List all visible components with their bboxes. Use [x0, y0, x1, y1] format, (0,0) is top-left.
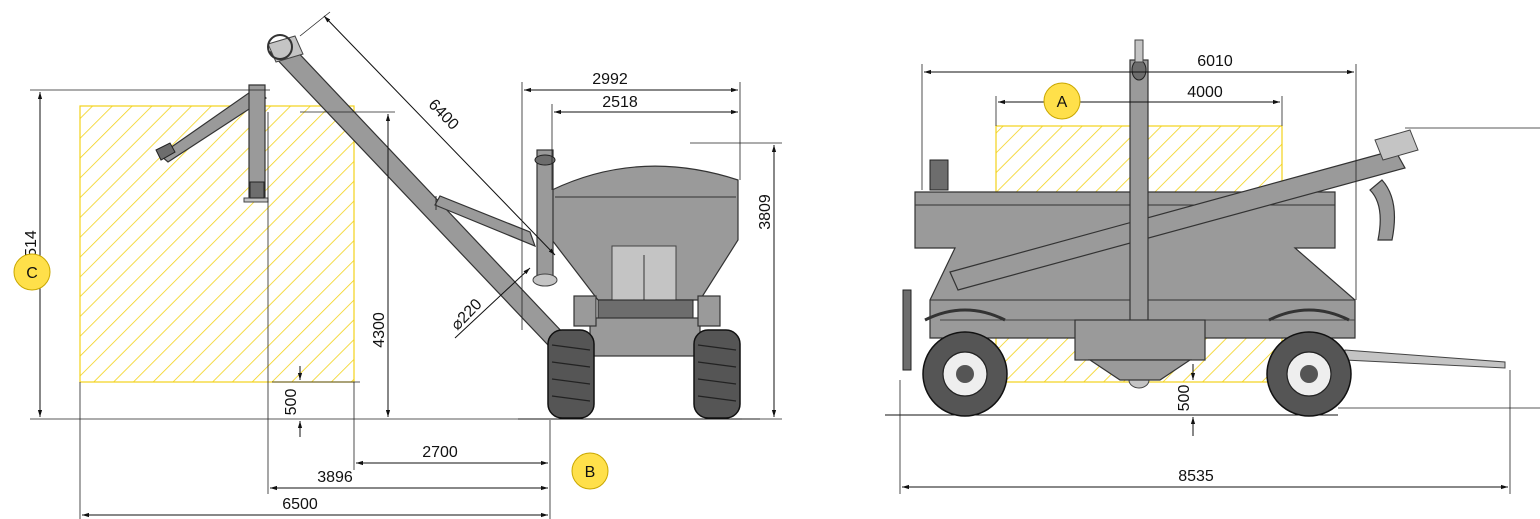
dim-2518: 2518 — [602, 94, 638, 111]
dim-4000: 4000 — [1187, 84, 1223, 101]
badge-c: C — [13, 253, 51, 291]
unloading-zone-left — [79, 105, 355, 383]
dim-3809: 3809 — [757, 194, 774, 230]
dim-6010: 6010 — [1197, 53, 1233, 70]
dim-2992: 2992 — [592, 71, 628, 88]
badge-a: A — [1043, 82, 1081, 120]
dim-4300: 4300 — [371, 312, 388, 348]
dim-6500: 6500 — [282, 496, 318, 513]
front-view: 6010 4000 500 8535 A — [885, 39, 1540, 494]
svg-text:A: A — [1057, 94, 1068, 111]
wheels-side — [547, 329, 741, 419]
dim-6400: 6400 — [425, 96, 462, 133]
wheels-front — [922, 308, 1352, 417]
badge-b: B — [571, 452, 609, 490]
dim-500-left: 500 — [283, 389, 300, 416]
hopper-body — [532, 149, 739, 357]
trailer-body — [902, 39, 1540, 389]
svg-text:B: B — [585, 464, 596, 481]
side-view: 4514 4300 500 6400 ⌀220 2992 2518 3809 — [13, 11, 782, 519]
dim-2700: 2700 — [422, 444, 458, 461]
dim-3896: 3896 — [317, 469, 353, 486]
dim-500-right: 500 — [1176, 385, 1193, 412]
svg-text:C: C — [26, 265, 38, 282]
dim-8535: 8535 — [1178, 468, 1214, 485]
